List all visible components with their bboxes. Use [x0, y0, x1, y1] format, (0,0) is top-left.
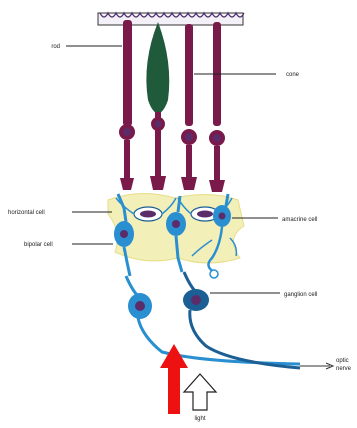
optic-nerve-label-line2: nerve	[336, 366, 352, 372]
bipolar-cell-label: bipolar cell	[24, 242, 53, 248]
rod-cell-right	[209, 22, 225, 192]
optic-nerve-label-line1: optic	[336, 358, 349, 364]
cone-label: cone	[286, 72, 300, 78]
rod-label: rod	[51, 44, 60, 50]
ganglion-cell	[126, 272, 300, 368]
light-label: light	[194, 416, 205, 422]
light-indicator-arrow-icon	[184, 374, 216, 410]
pigment-layer	[98, 13, 244, 25]
optic-nerve-arrow	[300, 363, 333, 369]
light-arrow-icon	[160, 344, 188, 414]
rod-cell-middle	[181, 24, 197, 190]
ganglion-cell-label: ganglion cell	[284, 292, 317, 298]
amacrine-cell-label: amacrine cell	[282, 217, 317, 223]
cone-cell	[146, 22, 169, 190]
horizontal-cell-label: horizontal cell	[8, 210, 45, 216]
